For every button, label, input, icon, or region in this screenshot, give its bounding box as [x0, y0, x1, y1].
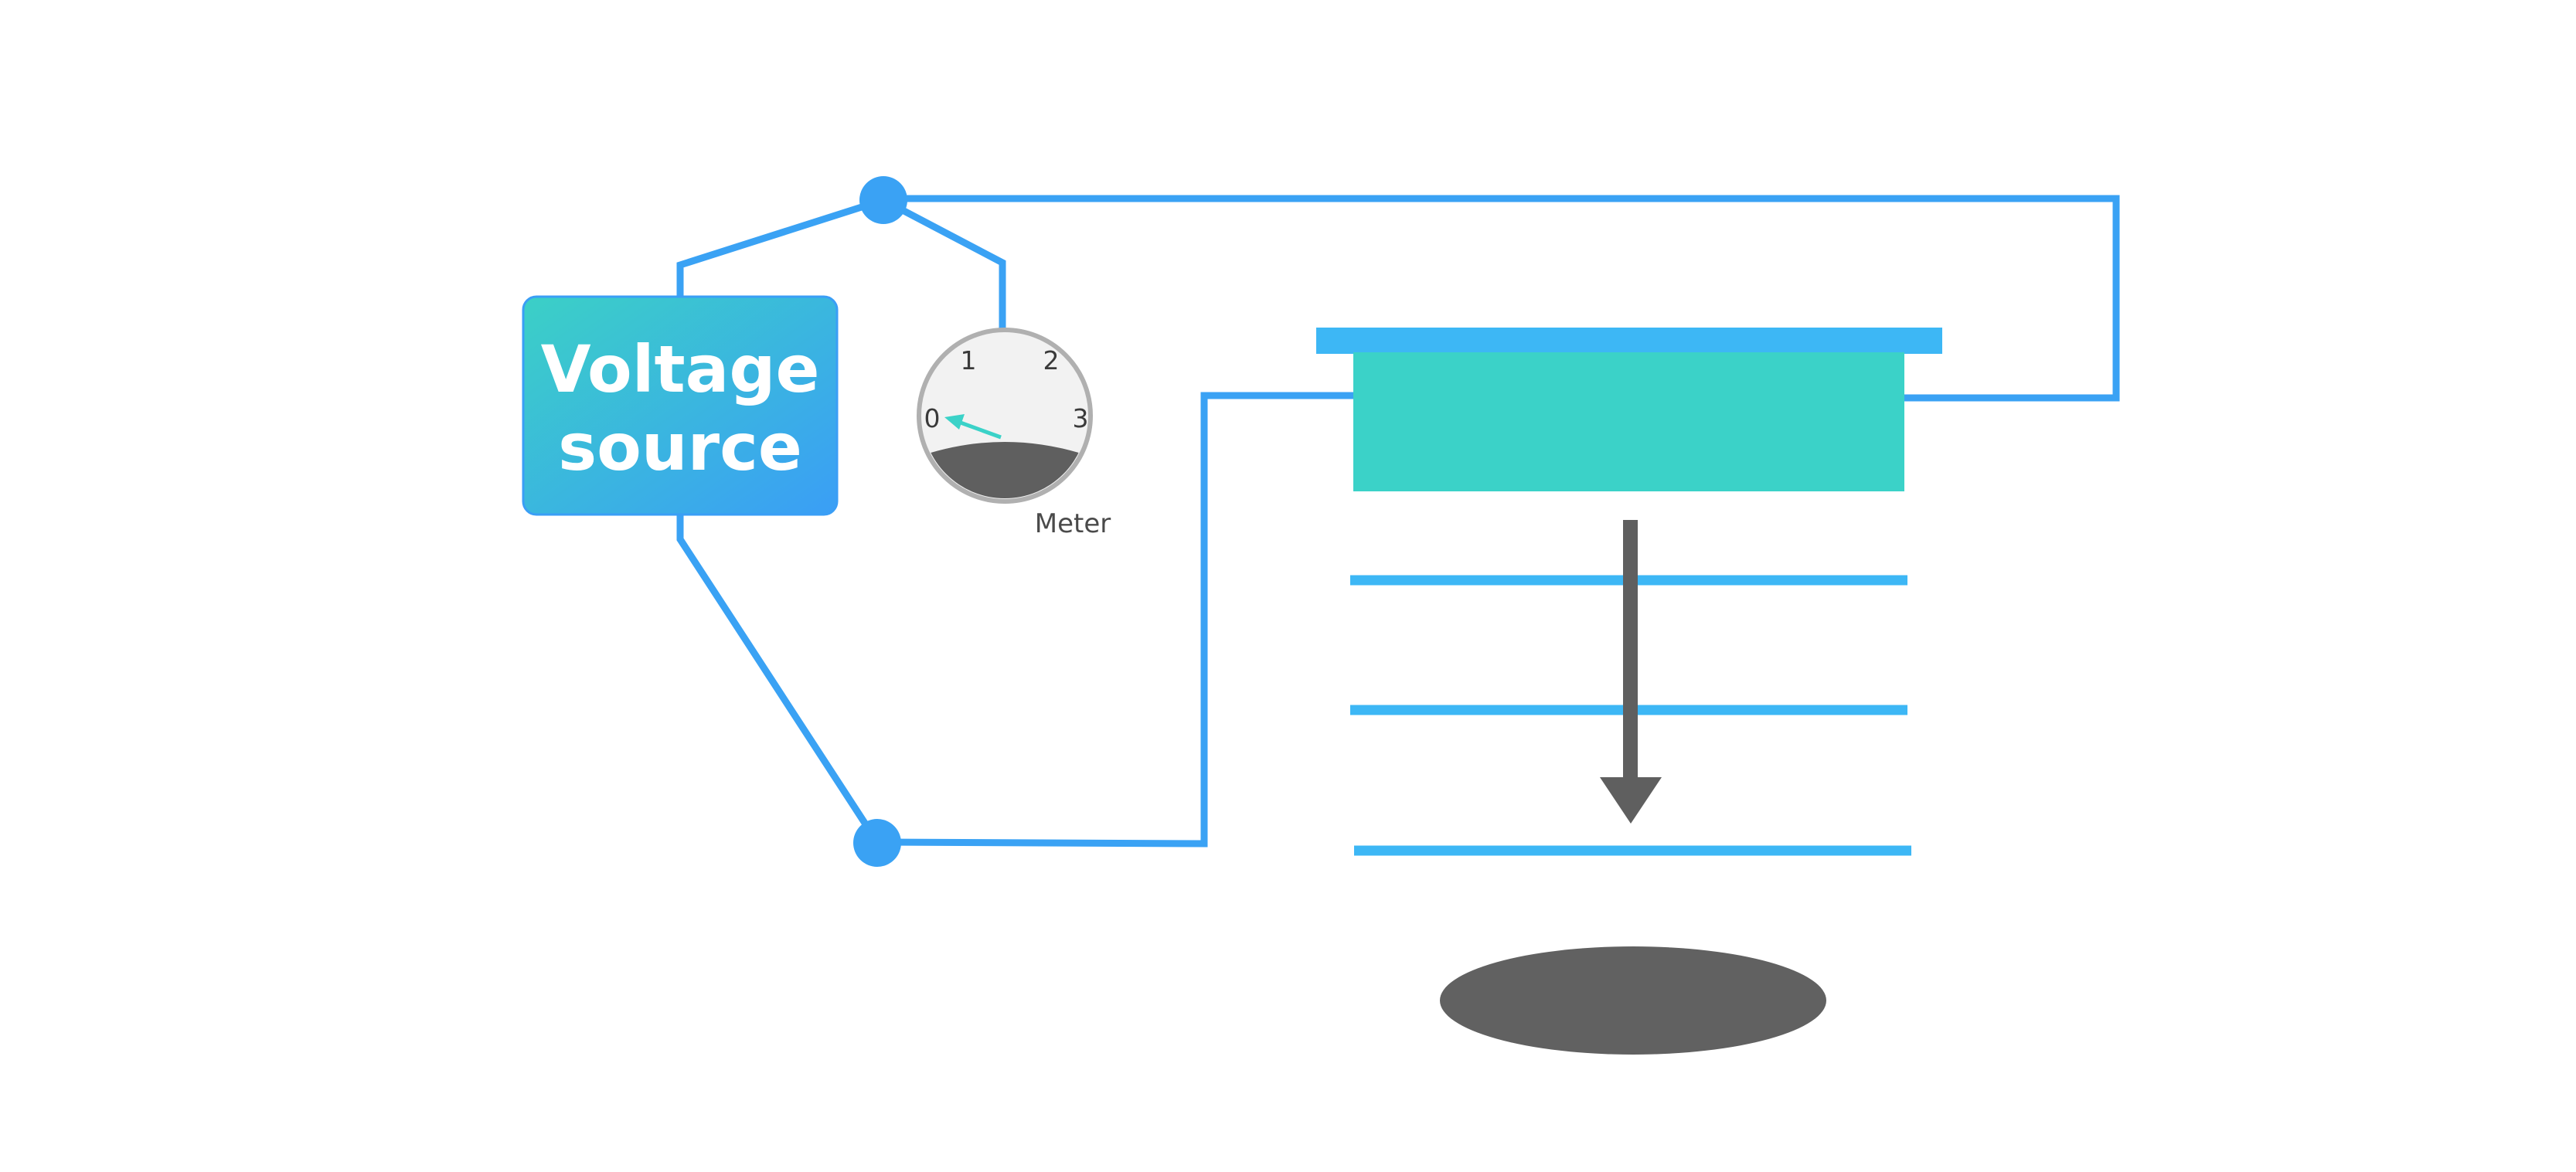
- voltage-source-label-line1: Voltage: [541, 331, 820, 407]
- meter-tick-2: 2: [1043, 345, 1060, 375]
- meter-tick-3: 3: [1073, 403, 1089, 433]
- wire-bottom-node-to-body-left: [876, 392, 1354, 848]
- wire-top-node-to-meter: [881, 197, 1006, 328]
- down-arrow-icon: [1600, 520, 1662, 824]
- top-plate: [1316, 328, 1942, 354]
- voltage-source: Voltage source: [522, 295, 839, 516]
- meter-needle: [944, 414, 1002, 440]
- wire-source-to-top-node: [676, 196, 885, 297]
- bottom-junction-node: [853, 819, 901, 867]
- voltage-source-box: [522, 295, 839, 516]
- wire-source-to-bottom-node: [676, 514, 880, 844]
- body-block: [1353, 352, 1904, 491]
- drop-ellipse: [1440, 946, 1826, 1055]
- meter-tick-1: 1: [961, 345, 977, 375]
- voltage-source-label-line2: source: [558, 409, 802, 485]
- top-junction-node: [859, 176, 907, 224]
- meter-tick-0: 0: [924, 403, 941, 433]
- meter-label: Meter: [1035, 508, 1111, 539]
- wires: [676, 195, 2120, 848]
- wire-top-node-to-body-right: [883, 195, 2120, 402]
- meter: 0 1 2 3 Meter: [917, 328, 1111, 539]
